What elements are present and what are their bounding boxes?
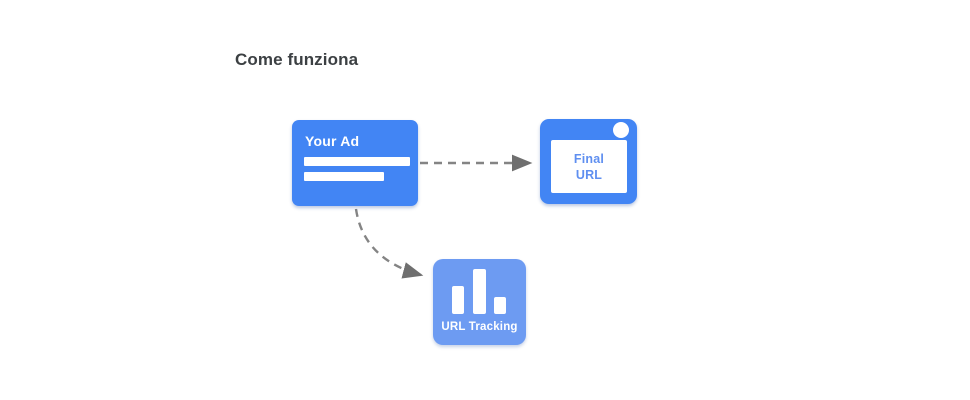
final-url-node: Final URL xyxy=(540,119,637,204)
url-tracking-node: URL Tracking xyxy=(433,259,526,345)
your-ad-label: Your Ad xyxy=(305,133,360,149)
text-lines-icon xyxy=(304,157,410,166)
final-url-screen: Final URL xyxy=(551,140,627,193)
browser-window-dot-icon xyxy=(613,122,629,138)
final-url-label-line2: URL xyxy=(575,167,603,182)
final-url-label-line1: Final xyxy=(573,151,605,166)
your-ad-node: Your Ad xyxy=(292,120,418,206)
arrow-ad-to-url-tracking xyxy=(354,208,424,279)
bar-chart-icon xyxy=(452,286,464,314)
url-tracking-label: URL Tracking xyxy=(441,321,518,333)
bar-chart-icon xyxy=(473,269,486,314)
bar-chart-icon xyxy=(494,297,506,314)
text-lines-icon xyxy=(304,172,384,181)
page-title: Come funziona xyxy=(235,50,359,69)
